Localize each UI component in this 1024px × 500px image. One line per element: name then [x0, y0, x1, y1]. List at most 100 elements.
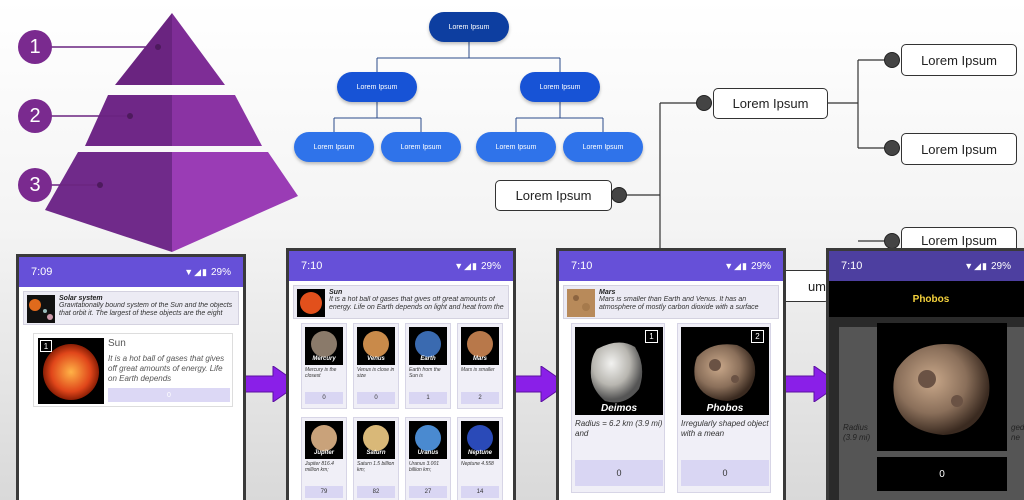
planet-description: Mars is smaller: [461, 367, 495, 373]
mind-map-leaf-1: Lorem Ipsum: [901, 44, 1017, 76]
status-bar: 7:09 ▼◢▮29%: [19, 257, 243, 287]
sun-thumbnail: [297, 289, 325, 317]
mind-map-dot-hub: [696, 95, 712, 111]
status-battery: 29%: [480, 260, 501, 272]
phone-screen-solar-system: 7:09 ▼◢▮29% Solar system Gravitationally…: [16, 254, 246, 500]
pyramid-tier-2-left: [85, 95, 172, 146]
planet-name: Mars: [472, 356, 487, 362]
signal-wifi-battery-icon: ▼◢▮: [964, 260, 988, 271]
planet-count-button[interactable]: 0: [305, 392, 343, 404]
status-bar: 7:10 ▼◢▮29%: [289, 251, 513, 281]
dialog-title-bar: Phobos: [829, 281, 1024, 317]
pyramid-diagram: [45, 13, 298, 252]
moon-card-deimos[interactable]: 1 Deimos Radius = 6.2 km (3.9 mi) and 0: [571, 323, 665, 493]
planet-count-button[interactable]: 14: [461, 486, 499, 498]
mind-map-partial-text: um: [807, 278, 826, 294]
header-title: Sun: [329, 289, 343, 296]
mind-map-dot-leaf-3: [884, 233, 900, 249]
planet-count-button[interactable]: 27: [409, 486, 447, 498]
org-level2-box-left: Lorem Ipsum: [337, 72, 417, 102]
moon-count-button[interactable]: 0: [681, 460, 769, 486]
moon-card-phobos[interactable]: 2 Phobos Irregularly shaped object with …: [677, 323, 771, 493]
status-battery: 29%: [990, 260, 1011, 272]
sun-card[interactable]: 1 Sun It is a hot ball of gases that giv…: [33, 333, 233, 407]
status-time: 7:10: [301, 260, 323, 272]
phobos-large-image: [877, 323, 1007, 451]
header-card[interactable]: Sun It is a hot ball of gases that gives…: [293, 285, 509, 319]
planet-count-button[interactable]: 82: [357, 486, 395, 498]
header-card[interactable]: Mars Mars is smaller than Earth and Venu…: [563, 285, 779, 319]
phobos-image: [681, 327, 769, 415]
mind-map-hub-box: Lorem Ipsum: [713, 88, 828, 119]
pyramid-tier-3-left: [45, 152, 172, 252]
planet-image: [357, 327, 395, 365]
header-card[interactable]: Solar system Gravitationally bound syste…: [23, 291, 239, 325]
moon-description: Radius = 6.2 km (3.9 mi) and: [575, 419, 663, 438]
planet-image: [305, 421, 343, 459]
org-level3-box-2: Lorem Ipsum: [381, 132, 461, 162]
pyramid-tier-1-right: [172, 13, 225, 85]
planet-name: Jupiter: [313, 450, 334, 456]
phone-screen-mars: 7:10 ▼◢▮29% Mars Mars is smaller than Ea…: [556, 248, 786, 500]
planet-description: Earth from the Sun is: [409, 367, 441, 379]
planet-count-button[interactable]: 79: [305, 486, 343, 498]
signal-wifi-battery-icon: ▼◢▮: [184, 266, 208, 277]
background-desc-right: ged ne: [1011, 423, 1024, 442]
card-count-button[interactable]: 0: [108, 388, 230, 402]
planet-image: [409, 421, 447, 459]
planet-count-button[interactable]: 0: [357, 392, 395, 404]
planet-name: Neptune: [468, 450, 492, 456]
pyramid-number-3: 3: [18, 168, 52, 202]
status-battery: 29%: [210, 266, 231, 278]
mind-map-dot-leaf-2: [884, 140, 900, 156]
header-title: Solar system: [59, 295, 103, 302]
pyramid-number-2: 2: [18, 99, 52, 133]
status-time: 7:09: [31, 266, 53, 278]
planet-image: [357, 421, 395, 459]
moon-name: Deimos: [600, 403, 638, 414]
signal-wifi-battery-icon: ▼◢▮: [724, 260, 748, 271]
background-desc-left: Radius (3.9 mi): [843, 423, 871, 442]
planet-image: [461, 327, 499, 365]
pyramid-tier-3-right: [172, 152, 298, 252]
org-root-box: Lorem Ipsum: [429, 12, 509, 42]
planet-name: Mercury: [312, 356, 336, 362]
moon-count-button[interactable]: 0: [575, 460, 663, 486]
mind-map-dot-leaf-1: [884, 52, 900, 68]
planet-description: Venus is close in size: [357, 367, 395, 379]
planet-name: Venus: [367, 356, 385, 362]
dialog-count-button[interactable]: 0: [877, 457, 1007, 491]
planet-description: Neptune 4.558: [461, 461, 494, 467]
planet-image: [409, 327, 447, 365]
pyramid-number-1: 1: [18, 30, 52, 64]
planet-description: Saturn 1.5 billion km;: [357, 461, 395, 473]
planet-description: Uranus 3.001 billion km;: [409, 461, 440, 473]
status-battery: 29%: [750, 260, 771, 272]
mind-map-dot-root: [611, 187, 627, 203]
status-time: 7:10: [841, 260, 863, 272]
org-level3-box-1: Lorem Ipsum: [294, 132, 374, 162]
moon-index-badge: 2: [751, 330, 764, 343]
header-description: It is a hot ball of gases that gives off…: [329, 296, 504, 311]
planet-count-button[interactable]: 1: [409, 392, 447, 404]
planet-name: Earth: [420, 356, 436, 362]
mars-thumbnail: [567, 289, 595, 317]
header-description: Gravitationally bound system of the Sun …: [59, 302, 233, 317]
card-index-badge: 1: [40, 340, 52, 352]
org-level3-box-3: Lorem Ipsum: [476, 132, 556, 162]
planet-name: Uranus: [417, 450, 439, 456]
planet-count-button[interactable]: 2: [461, 392, 499, 404]
phone-screen-sun: 7:10 ▼◢▮29% Sun It is a hot ball of gase…: [286, 248, 516, 500]
phone-screen-phobos: 7:10 ▼◢▮29% Phobos Radius (3.9 mi) ged n…: [826, 248, 1024, 500]
moon-name: Phobos: [706, 403, 744, 414]
mind-map-root-box: Lorem Ipsum: [495, 180, 612, 211]
